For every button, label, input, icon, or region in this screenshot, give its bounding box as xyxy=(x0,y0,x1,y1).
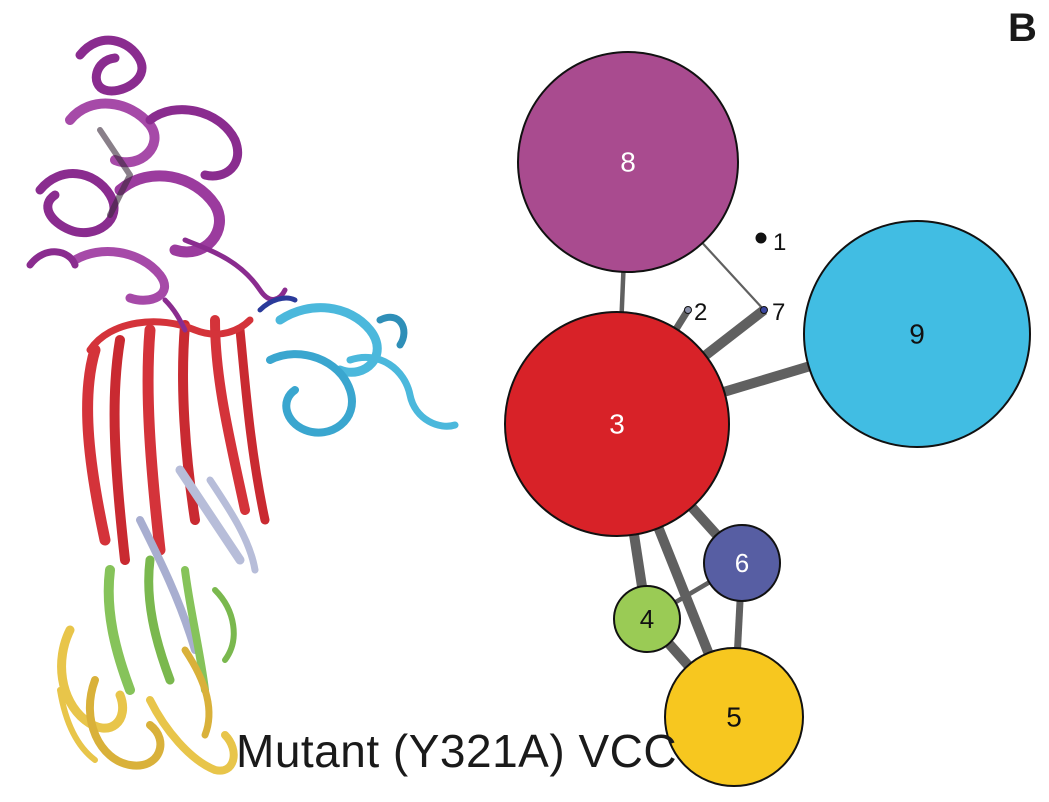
node-label-9: 9 xyxy=(909,319,925,350)
node-label-4: 4 xyxy=(640,604,654,634)
red-domain-ribbon xyxy=(82,297,270,565)
green-domain-ribbon xyxy=(103,555,237,695)
node-1 xyxy=(755,232,767,244)
network-nodes: 8 3 9 6 4 5 1 2 7 xyxy=(504,51,1031,787)
node-label-7: 7 xyxy=(772,299,785,326)
node-4 xyxy=(613,585,681,653)
node-label-6: 6 xyxy=(735,548,749,578)
node-label-3: 3 xyxy=(609,409,625,440)
node-label-5: 5 xyxy=(726,702,742,733)
node-9 xyxy=(803,220,1031,448)
node-5 xyxy=(664,647,804,787)
node-3 xyxy=(504,311,730,537)
panel-label: B xyxy=(1008,6,1037,50)
lavender-domain-ribbon xyxy=(136,465,259,654)
purple-domain-ribbon xyxy=(26,35,288,305)
node-label-2: 2 xyxy=(694,299,707,326)
figure-caption: Mutant (Y321A) VCC xyxy=(236,725,678,777)
node-7 xyxy=(760,306,768,314)
node-6 xyxy=(703,524,781,602)
node-label-8: 8 xyxy=(620,147,636,178)
node-2 xyxy=(684,306,692,314)
yellow-domain-ribbon xyxy=(57,625,238,775)
cyan-domain-ribbon xyxy=(257,295,459,437)
node-8 xyxy=(517,51,739,273)
node-label-1: 1 xyxy=(773,229,786,256)
